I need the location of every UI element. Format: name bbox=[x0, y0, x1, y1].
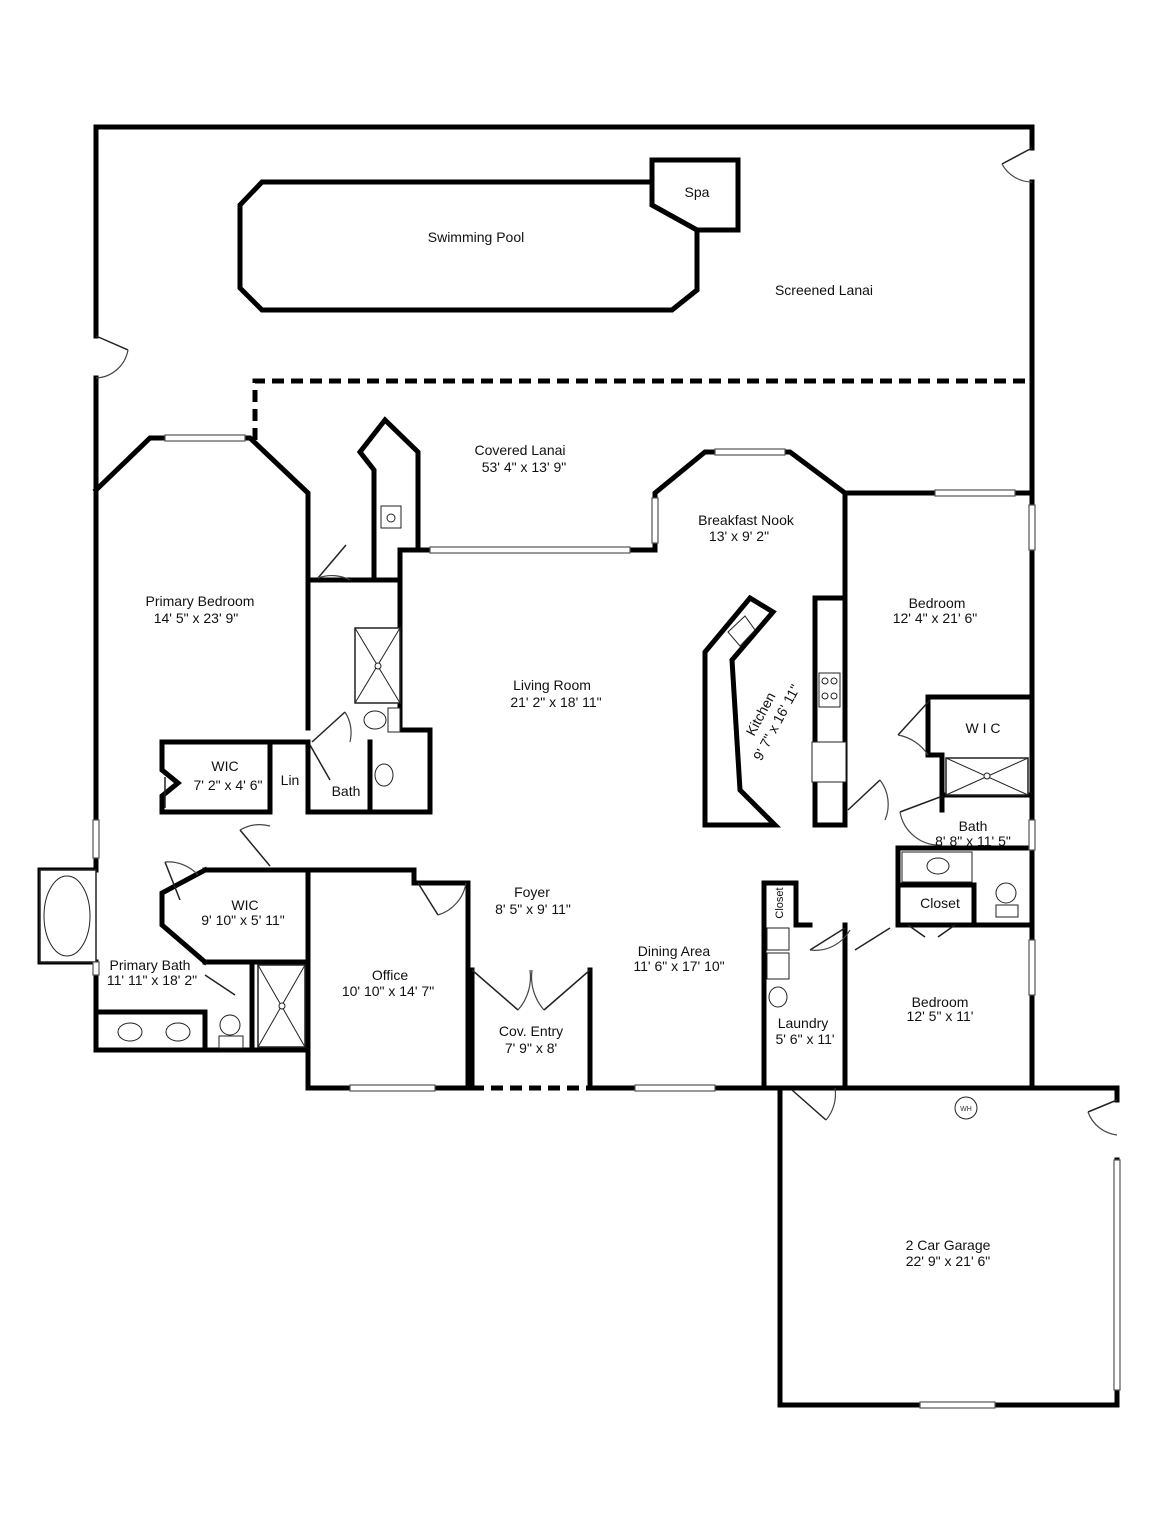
primary-bedroom-label: Primary Bedroom bbox=[146, 593, 255, 609]
kitchen-sink-icon bbox=[727, 615, 756, 647]
laundry-label: Laundry bbox=[778, 1015, 829, 1031]
lanai-door-right bbox=[1001, 147, 1033, 183]
shower-icon bbox=[354, 627, 401, 704]
toilet-icon bbox=[363, 707, 401, 733]
kitchen-counters bbox=[702, 594, 848, 828]
dining-area-label: Dining Area bbox=[638, 943, 711, 959]
breakfast-nook-label: Breakfast Nook bbox=[698, 512, 795, 528]
bedroom-2-size: 12' 4" x 21' 6" bbox=[893, 610, 978, 626]
office-label: Office bbox=[372, 967, 409, 983]
bath2-sink-icon bbox=[901, 851, 973, 883]
living-room-size: 21' 2" x 18' 11" bbox=[510, 694, 601, 710]
lin-label: Lin bbox=[281, 772, 300, 788]
closet-bed-label: Closet bbox=[920, 895, 960, 911]
refrigerator-icon bbox=[811, 741, 847, 783]
primary-bath-size: 11' 11" x 18' 2" bbox=[107, 972, 197, 988]
screened-enclosure-walls bbox=[93, 124, 1035, 500]
spa-label: Spa bbox=[685, 184, 710, 200]
closet-small-label: Closet bbox=[774, 887, 786, 918]
windows bbox=[92, 434, 1121, 1409]
hall-sink-icon bbox=[380, 505, 402, 529]
dining-area-size: 11' 6" x 17' 10" bbox=[633, 958, 724, 974]
covered-lanai-size: 53' 4" x 13' 9" bbox=[482, 459, 567, 475]
foyer-label: Foyer bbox=[514, 884, 550, 900]
bath-sink-icon bbox=[374, 763, 394, 787]
primary-sinks-icon bbox=[117, 1022, 191, 1042]
wic-primary-2-label: WIC bbox=[231, 897, 258, 913]
office-size: 10' 10" x 14' 7" bbox=[342, 983, 434, 999]
garage-size: 22' 9" x 21' 6" bbox=[906, 1253, 991, 1269]
cov-entry-label: Cov. Entry bbox=[499, 1023, 563, 1039]
primary-shower-icon bbox=[257, 964, 306, 1048]
spa bbox=[649, 157, 741, 233]
swimming-pool bbox=[237, 179, 700, 313]
primary-tub-icon bbox=[39, 869, 97, 963]
wic-primary-1-label: WIC bbox=[211, 758, 238, 774]
water-heater-label: WH bbox=[960, 1106, 972, 1113]
bath-2-size: 8' 8" x 11' 5" bbox=[935, 833, 1011, 849]
washer-dryer-icon bbox=[766, 927, 790, 1008]
garage-label: 2 Car Garage bbox=[906, 1237, 991, 1253]
living-room-label: Living Room bbox=[513, 677, 591, 693]
wic-primary-2-size: 9' 10" x 5' 11" bbox=[201, 912, 285, 928]
bed2-shower-icon bbox=[945, 757, 1029, 796]
primary-bath-label: Primary Bath bbox=[110, 957, 191, 973]
bath-hall-label: Bath bbox=[332, 783, 361, 799]
bedroom-3-size: 12' 5" x 11' bbox=[907, 1008, 974, 1024]
foyer-size: 8' 5" x 9' 11" bbox=[495, 901, 571, 917]
breakfast-nook-size: 13' x 9' 2" bbox=[709, 528, 769, 544]
cov-entry-size: 7' 9" x 8' bbox=[505, 1040, 557, 1056]
doors bbox=[164, 544, 1118, 1136]
bath2-toilet-icon bbox=[995, 882, 1019, 918]
primary-bedroom-size: 14' 5" x 23' 9" bbox=[154, 610, 239, 626]
screened-lanai-label: Screened Lanai bbox=[775, 282, 873, 298]
bedroom-3-label: Bedroom bbox=[912, 994, 969, 1010]
covered-lanai-label: Covered Lanai bbox=[474, 442, 565, 458]
bath-2-label: Bath bbox=[959, 818, 988, 834]
laundry-size: 5' 6" x 11' bbox=[775, 1031, 834, 1047]
cooktop-icon bbox=[818, 672, 841, 708]
swimming-pool-label: Swimming Pool bbox=[428, 229, 524, 245]
primary-toilet-icon bbox=[218, 1014, 244, 1049]
wic-primary-1-size: 7' 2" x 4' 6" bbox=[194, 777, 263, 793]
bedroom-2-label: Bedroom bbox=[909, 595, 966, 611]
wic-bed2-label: W I C bbox=[966, 720, 1001, 736]
lanai-door-left bbox=[95, 335, 129, 379]
water-heater-icon: WH bbox=[954, 1096, 978, 1120]
